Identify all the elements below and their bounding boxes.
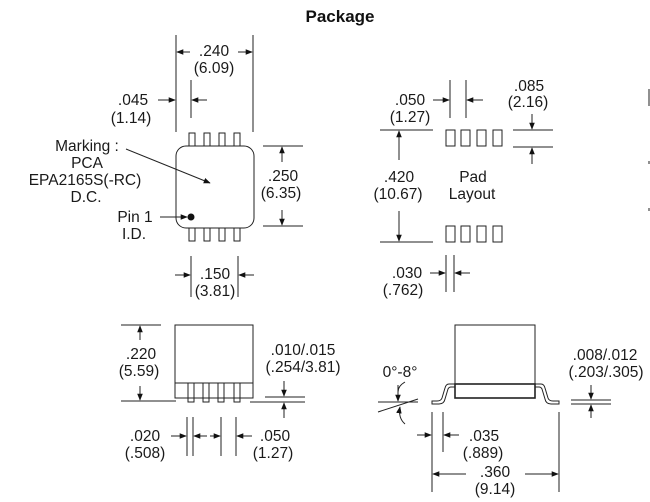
width-dim-mm: (6.09) (194, 60, 235, 77)
right-lead (535, 383, 560, 405)
lead-width-in: .020 (130, 428, 161, 445)
height-dim-in: .250 (268, 168, 299, 185)
pad-width-in: .030 (392, 265, 423, 282)
side-height-in: .220 (126, 346, 157, 363)
overall-mm: (9.14) (475, 481, 516, 498)
foot-mm: (.889) (463, 445, 504, 462)
standoff-in: .010/.015 (271, 342, 336, 359)
marking-label-2: EPA2165S(-RC) (29, 172, 142, 189)
side-pitch-in: .050 (260, 428, 291, 445)
marking-label-3: D.C. (71, 189, 102, 206)
pad-pitch-in: .050 (395, 92, 426, 109)
offset-dim-mm: (1.14) (111, 110, 152, 127)
left-lead (431, 383, 455, 405)
thickness-mm: (.203/.305) (569, 364, 644, 381)
width-dim-in: .240 (199, 43, 230, 60)
bottom-leads (188, 227, 241, 242)
pad-label-1: Layout (449, 186, 496, 203)
marking-label-1: PCA (71, 155, 104, 172)
pad-layout: Pad Layout .050 (1.27) .085 (2.16) .420 … (373, 78, 553, 299)
standoff-mm: (.254/3.81) (266, 359, 341, 376)
side-leads (187, 382, 241, 403)
thickness-in: .008/.012 (573, 347, 638, 364)
marking-label-0: Marking : (55, 138, 119, 155)
offset-dim-in: .045 (118, 92, 148, 109)
row-span-mm: (10.67) (373, 186, 422, 203)
foot-in: .035 (469, 428, 499, 445)
side-pitch-mm: (1.27) (253, 445, 294, 462)
span-dim-mm: (3.81) (195, 283, 236, 300)
package-body-top (175, 145, 255, 229)
pin1-label-0: Pin 1 (117, 209, 152, 226)
pad-row-bottom (445, 225, 503, 243)
pin1-label-1: I.D. (122, 226, 146, 243)
angle-label: 0°-8° (383, 364, 418, 381)
pin1-dot (187, 213, 195, 221)
pad-width-mm: (.762) (383, 282, 424, 299)
side-height-mm: (5.59) (119, 363, 160, 380)
side-view: .220 (5.59) .010/.015 (.254/3.81) .020 (… (119, 324, 341, 462)
pad-label-0: Pad (459, 169, 487, 186)
pad-row-top (445, 129, 503, 147)
package-body-end (454, 324, 536, 385)
top-view: .240 (6.09) .045 (1.14) .250 (6.35) .150… (29, 35, 303, 300)
pad-length-in: .085 (514, 78, 544, 95)
overall-in: .360 (480, 464, 511, 481)
row-span-in: .420 (384, 169, 415, 186)
pad-length-mm: (2.16) (508, 94, 549, 111)
lead-width-mm: (.508) (125, 445, 166, 462)
height-dim-mm: (6.35) (261, 185, 302, 202)
span-dim-in: .150 (200, 266, 231, 283)
top-leads (188, 132, 241, 147)
package-body-side (174, 324, 254, 384)
end-view: 0°-8° .008/.012 (.203/.305) .035 (.889) … (377, 324, 644, 498)
pad-pitch-mm: (1.27) (390, 109, 431, 126)
package-title: Package (306, 7, 375, 26)
